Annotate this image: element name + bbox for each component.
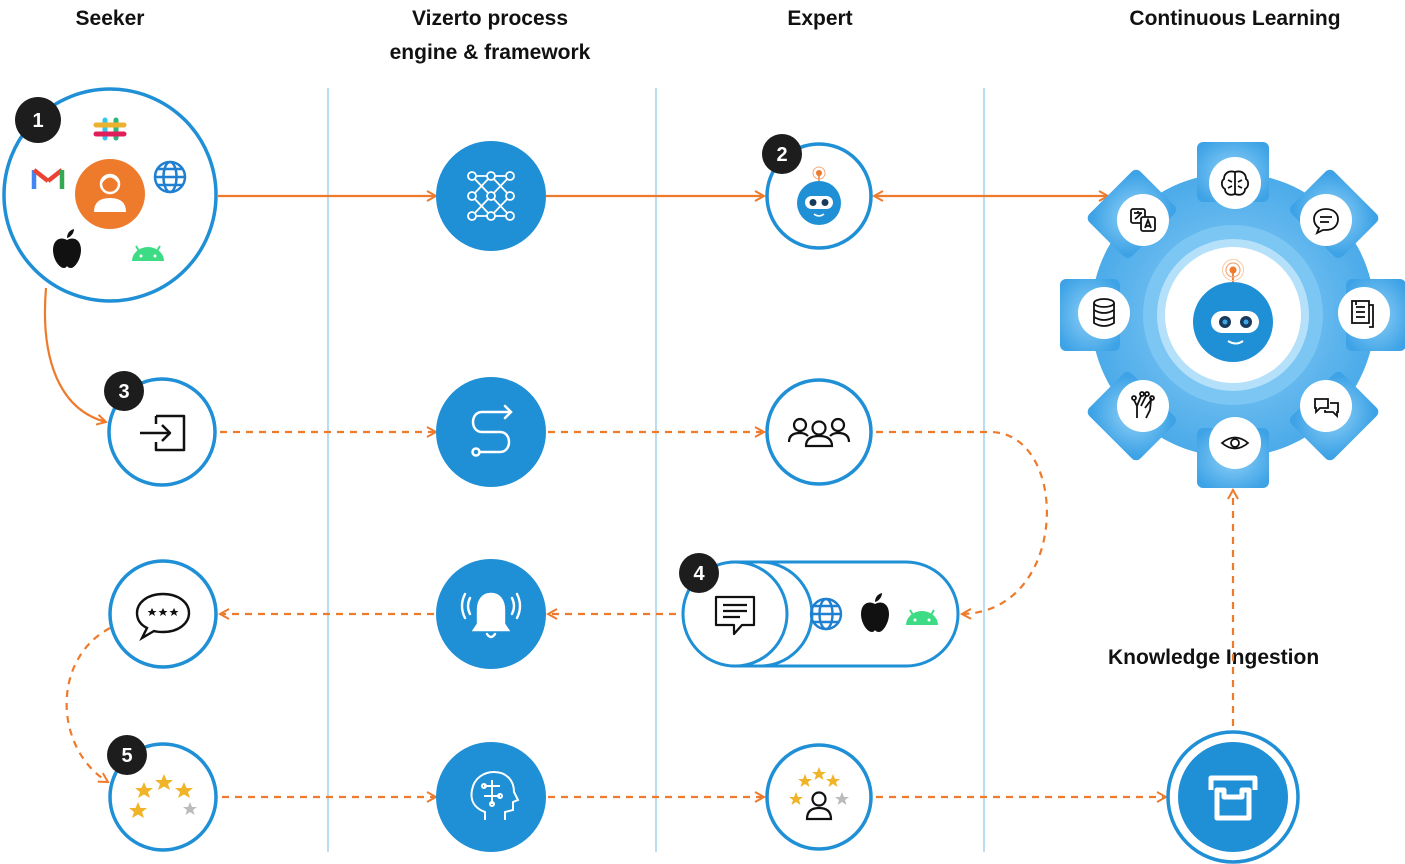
conversation-icon [1314, 398, 1339, 419]
ai-brain-icon [470, 770, 520, 820]
column-dividers [327, 88, 985, 852]
apple-icon [53, 229, 81, 268]
route-icon [471, 404, 513, 457]
android-icon [906, 609, 938, 625]
hand-icon [1131, 391, 1155, 419]
chat-icon [714, 595, 756, 636]
neural-network-icon [467, 171, 515, 221]
connector-seeker-to-step3 [43, 287, 106, 422]
apple-icon [861, 593, 889, 632]
brain-icon [1220, 170, 1250, 196]
inbox-icon [1208, 775, 1258, 821]
connector-row3-to-row4 [65, 627, 111, 782]
expert-response-pill [681, 560, 960, 668]
engine-node-neural-network [436, 141, 546, 251]
expert-node-group [765, 378, 873, 486]
header-seeker: Seeker [75, 7, 145, 30]
header-engine-line2: engine & framework [389, 41, 591, 64]
person-icon [75, 159, 145, 229]
header-continuous-learning: Continuous Learning [1129, 7, 1341, 30]
seeker-channels-circle [2, 87, 218, 303]
svg-text:4: 4 [693, 563, 705, 585]
label-knowledge-ingestion: Knowledge Ingestion [1108, 646, 1320, 669]
message-icon [1313, 208, 1339, 235]
chat-bubble-icon [135, 592, 191, 642]
expert-node-rating [765, 743, 873, 851]
svg-text:3: 3 [118, 381, 129, 403]
continuous-learning-gear [1060, 142, 1405, 488]
knowledge-ingestion-node [1166, 730, 1300, 864]
login-icon [140, 414, 186, 452]
database-icon [1093, 298, 1115, 327]
step-badge-1: 1 [15, 97, 61, 143]
rating-person-icon [789, 767, 849, 821]
svg-text:5: 5 [121, 745, 132, 767]
android-icon [132, 245, 164, 261]
engine-node-ai [436, 742, 546, 852]
svg-text:2: 2 [776, 144, 787, 166]
step-badge-5: 5 [107, 735, 147, 775]
step-badge-3: 3 [104, 371, 144, 411]
svg-text:1: 1 [32, 110, 43, 132]
seeker-node-chat [108, 559, 218, 669]
translate-icon [1130, 208, 1156, 232]
connector-row2-to-row3 [876, 430, 1048, 614]
engine-node-notification [436, 559, 546, 669]
eye-icon [1220, 436, 1250, 450]
bell-icon [460, 592, 522, 639]
engine-node-route [436, 377, 546, 487]
document-icon [1351, 300, 1374, 328]
gmail-icon [31, 168, 65, 189]
globe-icon [809, 597, 843, 631]
group-icon [787, 417, 851, 448]
header-expert: Expert [787, 7, 853, 30]
bot-icon [1193, 259, 1273, 362]
globe-icon [153, 160, 187, 194]
stars-icon [129, 774, 197, 818]
step-badge-4: 4 [679, 553, 719, 593]
bot-icon [797, 166, 841, 225]
step-badge-2: 2 [762, 134, 802, 174]
header-engine-line1: Vizerto process [411, 7, 568, 30]
slack-icon [93, 117, 127, 141]
